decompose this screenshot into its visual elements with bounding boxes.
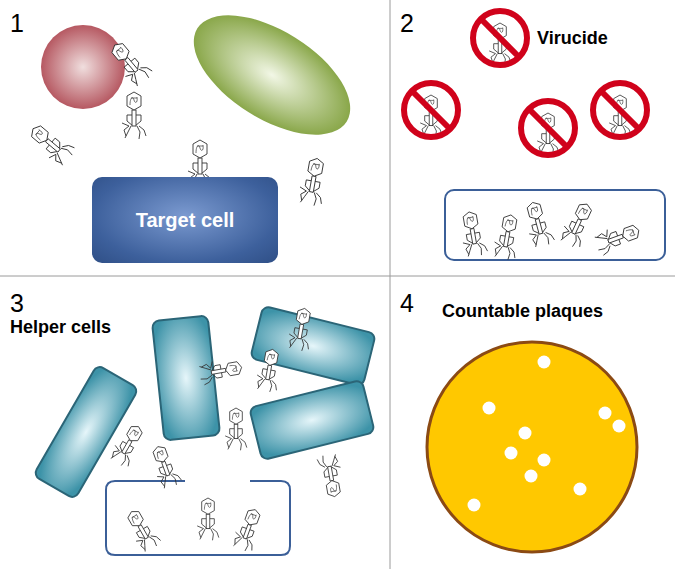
panel-number: 4 [400, 290, 414, 318]
phage [106, 37, 155, 88]
phage [148, 443, 183, 490]
open-container [106, 481, 290, 555]
phage [297, 156, 329, 206]
agent-label: Virucide [537, 29, 608, 49]
virucide-container [445, 190, 665, 260]
phage [317, 453, 346, 498]
plaque [599, 407, 612, 420]
phage [198, 357, 243, 386]
phage [225, 408, 247, 450]
plaque [505, 447, 518, 460]
virucide-signs [404, 11, 647, 155]
panel-divider [390, 0, 391, 569]
cell-label: Helper cells [10, 318, 111, 338]
red-cell [41, 25, 125, 109]
phage [255, 348, 284, 393]
panel-number: 3 [10, 290, 24, 318]
result-label: Countable plaques [442, 302, 603, 322]
phage [458, 210, 488, 258]
prohibition-sign [473, 11, 527, 65]
target-cell-box: Target cell [92, 177, 278, 263]
plaque [574, 483, 587, 496]
phage [522, 200, 556, 249]
phage [108, 421, 148, 468]
plaque [468, 499, 481, 512]
plaque [519, 427, 532, 440]
plaque [538, 356, 551, 369]
prohibition-sign [404, 83, 458, 137]
phage [593, 220, 643, 257]
plaque [538, 454, 551, 467]
phage [231, 506, 266, 553]
phage [287, 307, 316, 352]
phage [558, 199, 598, 249]
panel-divider [0, 276, 675, 277]
phage [122, 506, 162, 553]
panel-number: 2 [400, 10, 414, 38]
phage [25, 120, 76, 169]
phage [492, 213, 522, 261]
green-cell [174, 0, 370, 159]
node-text: Target cell [136, 209, 235, 232]
plaques [468, 356, 626, 512]
plaque [483, 402, 496, 415]
plaque [613, 420, 626, 433]
phages [25, 37, 642, 553]
phage [122, 92, 146, 139]
plaque [525, 470, 538, 483]
petri-dish [427, 342, 637, 552]
prohibition-sign [521, 101, 575, 155]
phage [197, 498, 219, 540]
prohibition-sign [593, 83, 647, 137]
panel-number: 1 [10, 10, 24, 38]
